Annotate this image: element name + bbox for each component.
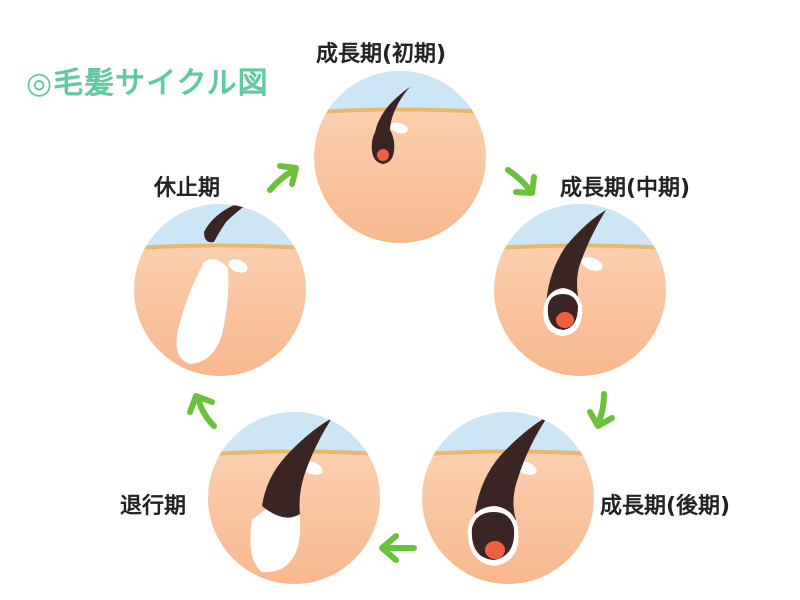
circle-regression: [208, 412, 380, 584]
arrow-early-to-middle: [505, 167, 537, 196]
stage-label-late: 成長期(後期): [600, 494, 731, 519]
stage-label-regression: 退行期: [120, 494, 187, 519]
stage-label-middle: 成長期(中期): [560, 176, 691, 201]
page-title: ◎毛髪サイクル図: [26, 66, 269, 101]
arrow-regression-to-resting: [187, 393, 217, 429]
arrow-middle-to-late: [587, 391, 615, 429]
circle-late-anagen: [422, 412, 594, 584]
circle-resting: [134, 204, 306, 376]
arrow-resting-to-early: [267, 163, 299, 193]
arrow-late-to-regression: [379, 533, 417, 563]
circle-mid-anagen: [494, 204, 666, 376]
stage-label-early: 成長期(初期): [316, 42, 447, 67]
stage-label-resting: 休止期: [154, 176, 221, 201]
circle-early-anagen: [314, 71, 486, 243]
